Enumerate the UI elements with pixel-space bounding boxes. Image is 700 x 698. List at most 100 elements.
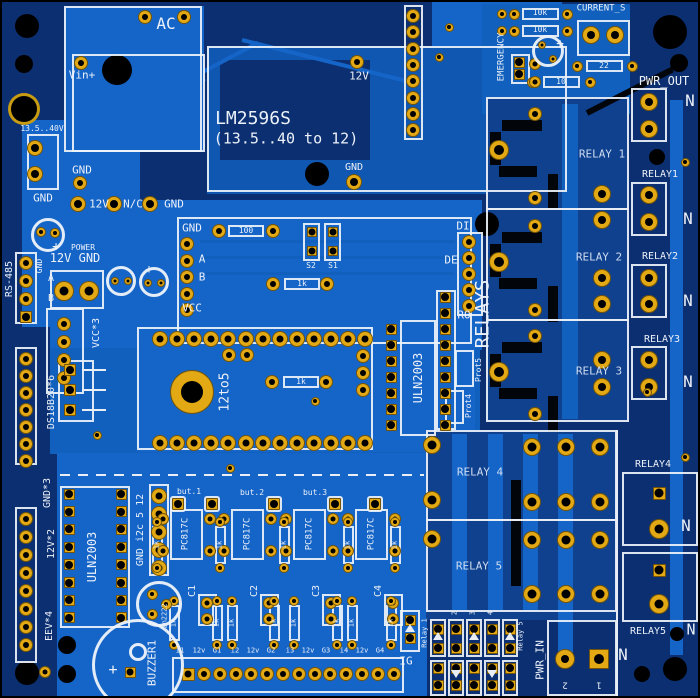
pad-hole bbox=[344, 439, 352, 447]
pad-hole bbox=[466, 255, 472, 261]
via bbox=[225, 463, 235, 473]
pad-hole bbox=[155, 528, 163, 536]
via bbox=[444, 22, 454, 32]
via bbox=[310, 396, 320, 406]
pad-hole bbox=[374, 671, 381, 677]
relay2-conn-pad bbox=[640, 295, 658, 313]
relay1-conn-pad bbox=[640, 186, 658, 204]
pad-hole bbox=[61, 375, 67, 381]
relay1-jumper-pad bbox=[404, 632, 416, 644]
r1k-pad bbox=[265, 375, 279, 389]
ds18b20-pad bbox=[19, 437, 33, 451]
uln-mid-pad bbox=[439, 339, 451, 351]
hole bbox=[15, 55, 33, 73]
jumper-arrow-mark bbox=[433, 632, 443, 640]
pad-hole bbox=[410, 78, 416, 85]
pad-hole bbox=[23, 407, 29, 413]
pad-hole bbox=[645, 274, 653, 282]
eev-header-pad bbox=[19, 584, 33, 598]
label-1k: 1k bbox=[279, 540, 288, 550]
r-pad bbox=[386, 596, 396, 606]
plus-mark: + bbox=[52, 239, 60, 255]
pad-hole bbox=[65, 578, 73, 587]
via bbox=[680, 157, 690, 167]
pad-hole bbox=[311, 671, 318, 677]
mcu-pad bbox=[169, 435, 186, 451]
pad-hole bbox=[207, 335, 215, 343]
label-relay1-conn: RELAY1 bbox=[641, 169, 679, 180]
di-de-ro-pad bbox=[462, 267, 476, 281]
uln-bl-pad bbox=[115, 541, 127, 553]
pad-hole bbox=[310, 335, 318, 343]
transistor-circle bbox=[136, 581, 182, 627]
jumper-col-outline bbox=[484, 660, 500, 696]
pad-hole bbox=[310, 439, 318, 447]
pad-hole bbox=[184, 670, 192, 678]
pad-hole bbox=[324, 281, 330, 287]
plus-mark: + bbox=[108, 660, 118, 679]
mcu-big-pad bbox=[170, 370, 214, 414]
jumper-col-outline bbox=[430, 619, 446, 657]
gnd-pad bbox=[346, 174, 362, 190]
pad-hole bbox=[434, 681, 442, 689]
opto-pad bbox=[389, 545, 401, 557]
eev-header-pad bbox=[19, 530, 33, 544]
pad-hole bbox=[470, 664, 478, 672]
label-1k: 1k bbox=[212, 618, 221, 628]
pad-hole bbox=[23, 441, 29, 447]
label-relay1-body: RELAY 1 bbox=[578, 147, 626, 161]
uln2003-bl-outline bbox=[60, 486, 130, 628]
r10-pad bbox=[584, 76, 596, 88]
pad-hole bbox=[389, 599, 393, 603]
pad-hole bbox=[232, 671, 239, 677]
emergency-pad bbox=[513, 56, 525, 68]
relay2-conn-pad bbox=[640, 269, 658, 287]
pad-hole bbox=[387, 373, 395, 381]
uln-mid-pad bbox=[439, 371, 451, 383]
label-i1: i1 bbox=[175, 646, 185, 655]
pad-hole bbox=[595, 442, 605, 452]
pad-hole bbox=[654, 488, 664, 498]
pad-hole bbox=[201, 671, 207, 677]
ds18b20-pad bbox=[19, 420, 33, 434]
jumper-pad bbox=[504, 642, 516, 654]
pad-hole bbox=[23, 278, 29, 284]
mcu-pad bbox=[356, 366, 370, 380]
label-nc: N/C bbox=[123, 197, 143, 211]
pad-hole bbox=[359, 671, 365, 677]
label-1k: 1k bbox=[169, 618, 178, 628]
jumper-arrow-mark bbox=[405, 624, 415, 632]
label-c2: C2 bbox=[249, 584, 260, 598]
jumper-pad bbox=[504, 679, 516, 691]
jumper-col-outline bbox=[430, 660, 446, 696]
pad-hole bbox=[588, 80, 592, 84]
relay3-conn-pad bbox=[640, 351, 658, 369]
pad-hole bbox=[466, 271, 472, 277]
pad-hole bbox=[293, 439, 301, 447]
label-gnd: GND bbox=[344, 162, 364, 173]
eev-header-pad bbox=[19, 566, 33, 580]
pad-hole bbox=[84, 286, 94, 296]
pwr-in-pad bbox=[555, 649, 575, 669]
r-pad bbox=[332, 596, 342, 606]
pad-hole bbox=[371, 500, 379, 508]
pad-hole bbox=[466, 239, 472, 245]
pad-hole bbox=[244, 352, 250, 358]
pad-hole bbox=[532, 79, 538, 85]
label-ig: IG bbox=[399, 654, 413, 668]
rs485-bus-pad bbox=[180, 270, 194, 284]
pad-hole bbox=[452, 681, 460, 689]
gnd-i2c-pad bbox=[151, 524, 167, 540]
pad-hole bbox=[65, 613, 73, 622]
pad bbox=[39, 666, 51, 678]
mcu-pad bbox=[220, 331, 237, 347]
label-s1: S1 bbox=[328, 261, 338, 270]
label-i4: i4 bbox=[339, 646, 349, 655]
vcc-header-pad bbox=[57, 335, 71, 349]
label-relay5-conn: RELAY5 bbox=[629, 626, 667, 637]
eev-header-outline bbox=[15, 507, 37, 663]
r-pad bbox=[390, 563, 400, 573]
uln-bl-pad bbox=[115, 488, 127, 500]
pad-hole bbox=[410, 110, 416, 117]
eev-header-pad bbox=[19, 638, 33, 652]
